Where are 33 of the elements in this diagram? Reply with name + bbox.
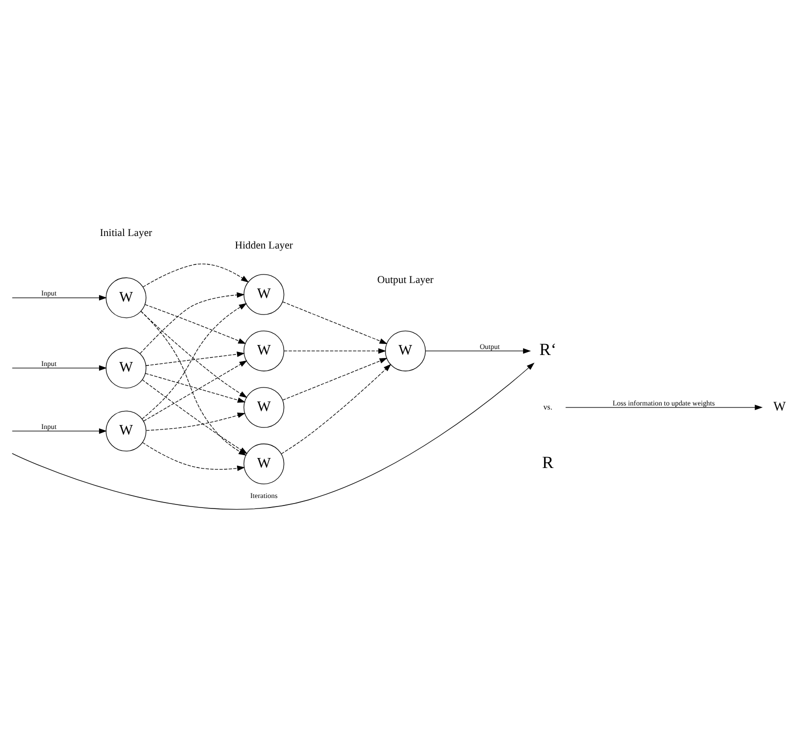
arrow	[142, 378, 248, 454]
arrow	[12, 364, 107, 370]
arrow	[146, 412, 246, 430]
node-text: W	[773, 398, 786, 414]
node-circle: W	[385, 330, 426, 371]
arrow	[145, 372, 246, 402]
arrow	[12, 294, 107, 300]
arrow	[425, 348, 531, 354]
label: Output Layer	[377, 274, 434, 286]
arrow	[142, 263, 249, 287]
arrow	[12, 362, 534, 510]
arrow	[144, 304, 246, 344]
node-circle: W	[244, 330, 284, 371]
node-circle: W	[106, 410, 146, 451]
arrow	[146, 351, 245, 366]
label: Initial Layer	[100, 227, 152, 238]
arrow	[284, 348, 386, 354]
arrow	[281, 363, 392, 454]
arrow	[142, 302, 247, 419]
label: Hidden Layer	[234, 240, 293, 251]
node-circle: W	[244, 386, 284, 428]
node-circle: W	[244, 274, 284, 314]
arrow	[140, 292, 245, 354]
node-circle: W	[106, 347, 146, 388]
arrow	[282, 300, 388, 344]
node-text: R	[542, 452, 554, 472]
arrow	[12, 428, 107, 434]
arrow	[282, 357, 388, 400]
node-circle: W	[244, 443, 284, 484]
arrow	[143, 360, 248, 421]
node-text: R‘	[539, 340, 556, 359]
node-circle: W	[106, 276, 146, 318]
arrow	[565, 404, 763, 410]
